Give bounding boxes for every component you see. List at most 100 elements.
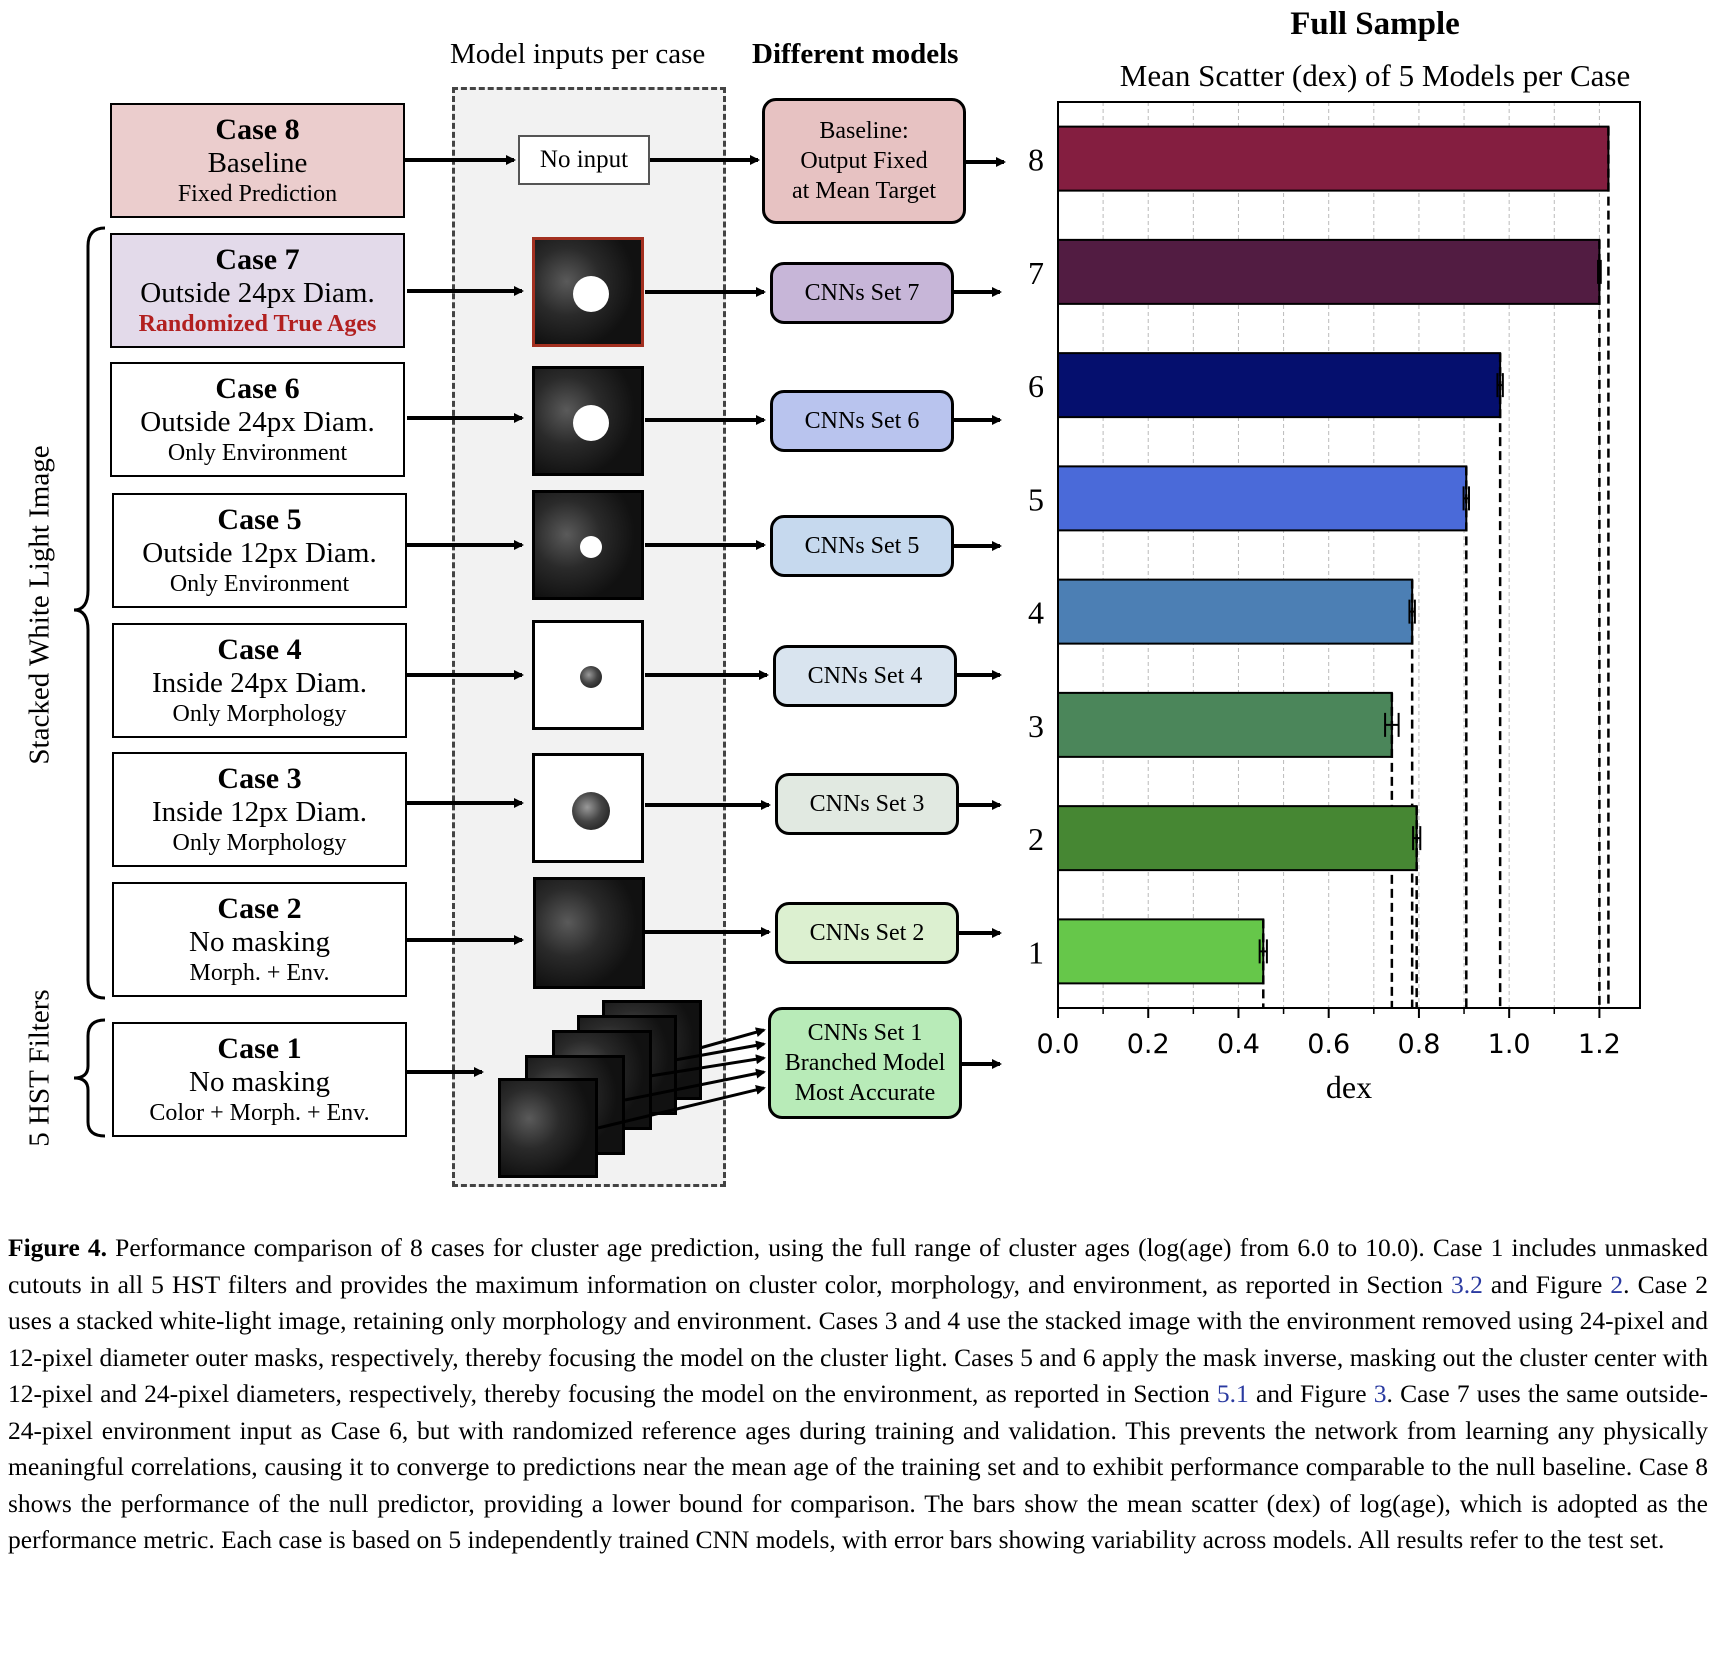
caption-text-3: . Case 2 uses a stacked white-light imag… [8, 1269, 1708, 1409]
case-3-input-image [532, 753, 644, 863]
model-label-line: Baseline: [819, 118, 909, 144]
category-label: 8 [1028, 142, 1044, 178]
case-8-title: Case 8 [215, 112, 300, 146]
case-6-line1: Outside 24px Diam. [140, 406, 375, 439]
category-label: 1 [1028, 934, 1044, 970]
caption-text-1: Performance comparison of 8 cases for cl… [8, 1233, 1709, 1299]
plot-frame [1057, 101, 1641, 1009]
case-7-line1: Outside 24px Diam. [140, 277, 375, 310]
case-5-line1: Outside 12px Diam. [142, 537, 377, 570]
bar-case-1 [1057, 918, 1265, 985]
case-2-title: Case 2 [217, 891, 302, 925]
bar-case-7 [1057, 238, 1601, 305]
model-box-7: CNNs Set 7 [770, 262, 954, 324]
model-label-line: CNNs Set 5 [804, 533, 920, 559]
figure-link-2[interactable]: 2 [1610, 1269, 1624, 1299]
mask-hole [573, 276, 609, 312]
bracket-label-hst: 5 HST Filters [23, 989, 56, 1147]
case-1-box: Case 1 No masking Color + Morph. + Env. [112, 1022, 407, 1137]
case-7-box: Case 7 Outside 24px Diam. Randomized Tru… [110, 233, 405, 348]
case-8-line2: Fixed Prediction [177, 180, 338, 207]
case-2-line2: Morph. + Env. [189, 959, 330, 986]
x-tick-label: 0.4 [1217, 1029, 1260, 1060]
case-5-line2: Only Environment [169, 570, 350, 597]
model-box-6: CNNs Set 6 [770, 390, 954, 452]
models-header: Different models [752, 38, 959, 70]
case-3-box: Case 3 Inside 12px Diam. Only Morphology [112, 752, 407, 867]
arrow-filter-1 [699, 1027, 766, 1050]
no-input-box: No input [518, 135, 650, 185]
case-5-input-image [532, 490, 644, 600]
model-label-line: Branched Model [784, 1050, 946, 1076]
model-label-line: CNNs Set 2 [809, 920, 925, 946]
inputs-header: Model inputs per case [450, 38, 706, 70]
arrow-filter-2 [674, 1040, 766, 1062]
cluster-core [580, 666, 602, 688]
category-label: 3 [1028, 708, 1044, 744]
case-8-line1: Baseline [207, 147, 308, 180]
x-tick-label: 1.2 [1578, 1029, 1621, 1060]
case-6-box: Case 6 Outside 24px Diam. Only Environme… [110, 362, 405, 477]
model-label-line: CNNs Set 3 [809, 791, 925, 817]
section-link-5-1[interactable]: 5.1 [1216, 1379, 1249, 1408]
category-label: 4 [1028, 595, 1044, 631]
model-label-line: CNNs Set 7 [804, 280, 920, 306]
cluster-core [572, 792, 610, 830]
model-label-line: Output Fixed [800, 148, 928, 174]
category-label: 7 [1028, 255, 1044, 291]
x-tick-label: 0.0 [1037, 1029, 1080, 1060]
caption-text-2: and Figure [1482, 1269, 1611, 1299]
figure-link-3[interactable]: 3 [1373, 1379, 1387, 1408]
model-label-line: at Mean Target [791, 178, 937, 204]
figure-caption: Figure 4. Performance comparison of 8 ca… [8, 1230, 1708, 1559]
bracket-stacked [73, 226, 106, 1000]
case-3-line1: Inside 12px Diam. [151, 796, 368, 829]
case-6-input-image [532, 366, 644, 476]
model-box-4: CNNs Set 4 [773, 645, 957, 707]
model-label-line: Most Accurate [794, 1080, 936, 1106]
mask-hole [573, 405, 609, 441]
chart-title: Full Sample [1290, 6, 1460, 42]
hst-filter-image-1 [498, 1078, 598, 1178]
case-4-title: Case 4 [217, 632, 302, 666]
model-box-3: CNNs Set 3 [775, 773, 959, 835]
x-tick-label: 0.6 [1307, 1029, 1350, 1060]
x-tick-label: 1.0 [1488, 1029, 1531, 1060]
bar-case-2 [1057, 805, 1418, 872]
section-link-3-2[interactable]: 3.2 [1450, 1269, 1483, 1299]
case-5-title: Case 5 [217, 502, 302, 536]
case-1-line1: No masking [189, 1066, 330, 1099]
case-7-title: Case 7 [215, 242, 300, 276]
model-box-2: CNNs Set 2 [775, 902, 959, 964]
model-label-line: CNNs Set 1 [807, 1020, 923, 1046]
x-tick-label: 0.2 [1127, 1029, 1170, 1060]
bar-case-3 [1057, 691, 1393, 758]
category-label: 5 [1028, 481, 1044, 517]
flow-arrows [73, 155, 1006, 1138]
case-3-title: Case 3 [217, 761, 302, 795]
model-label-line: CNNs Set 4 [807, 663, 923, 689]
arrow-filter-3 [649, 1054, 766, 1078]
case-4-box: Case 4 Inside 24px Diam. Only Morphology [112, 623, 407, 738]
chart-subtitle: Mean Scatter (dex) of 5 Models per Case [1119, 58, 1631, 93]
mask-hole [580, 536, 602, 558]
case-2-line1: No masking [189, 926, 330, 959]
model-label-line: CNNs Set 6 [804, 408, 920, 434]
case-2-box: Case 2 No masking Morph. + Env. [112, 882, 407, 997]
caption-label: Figure 4. [8, 1233, 108, 1262]
case-4-input-image [532, 620, 644, 730]
x-tick-label: 0.8 [1397, 1029, 1440, 1060]
case-1-line2: Color + Morph. + Env. [149, 1099, 370, 1126]
bracket-label-stacked: Stacked White Light Image [23, 445, 56, 765]
case-6-line2: Only Environment [167, 439, 348, 466]
model-box-8: Baseline: Output Fixed at Mean Target [762, 98, 966, 224]
arrow-filter-4 [624, 1068, 766, 1102]
category-label: 6 [1028, 368, 1044, 404]
category-label: 2 [1028, 821, 1044, 857]
bar-case-5 [1057, 465, 1468, 532]
case-4-line2: Only Morphology [172, 700, 347, 727]
bracket-hst [73, 1018, 106, 1138]
case-8-box: Case 8 Baseline Fixed Prediction [110, 103, 405, 218]
